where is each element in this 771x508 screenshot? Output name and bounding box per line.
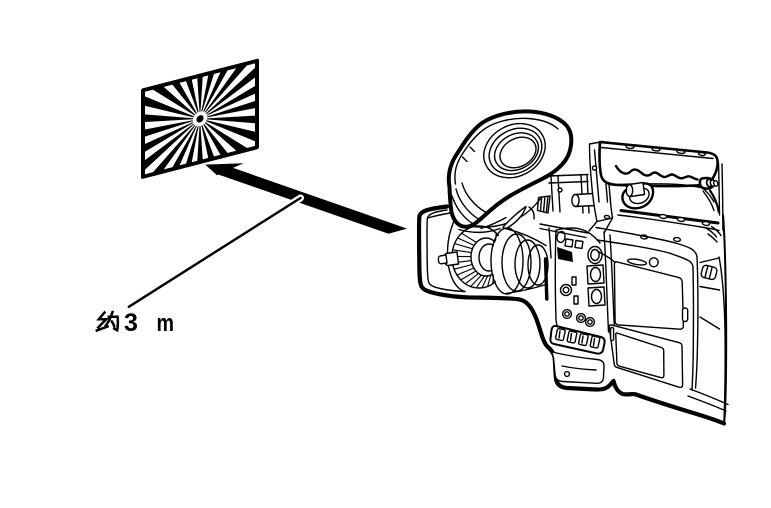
svg-text:m: m <box>157 309 175 336</box>
svg-text:3: 3 <box>124 309 138 337</box>
